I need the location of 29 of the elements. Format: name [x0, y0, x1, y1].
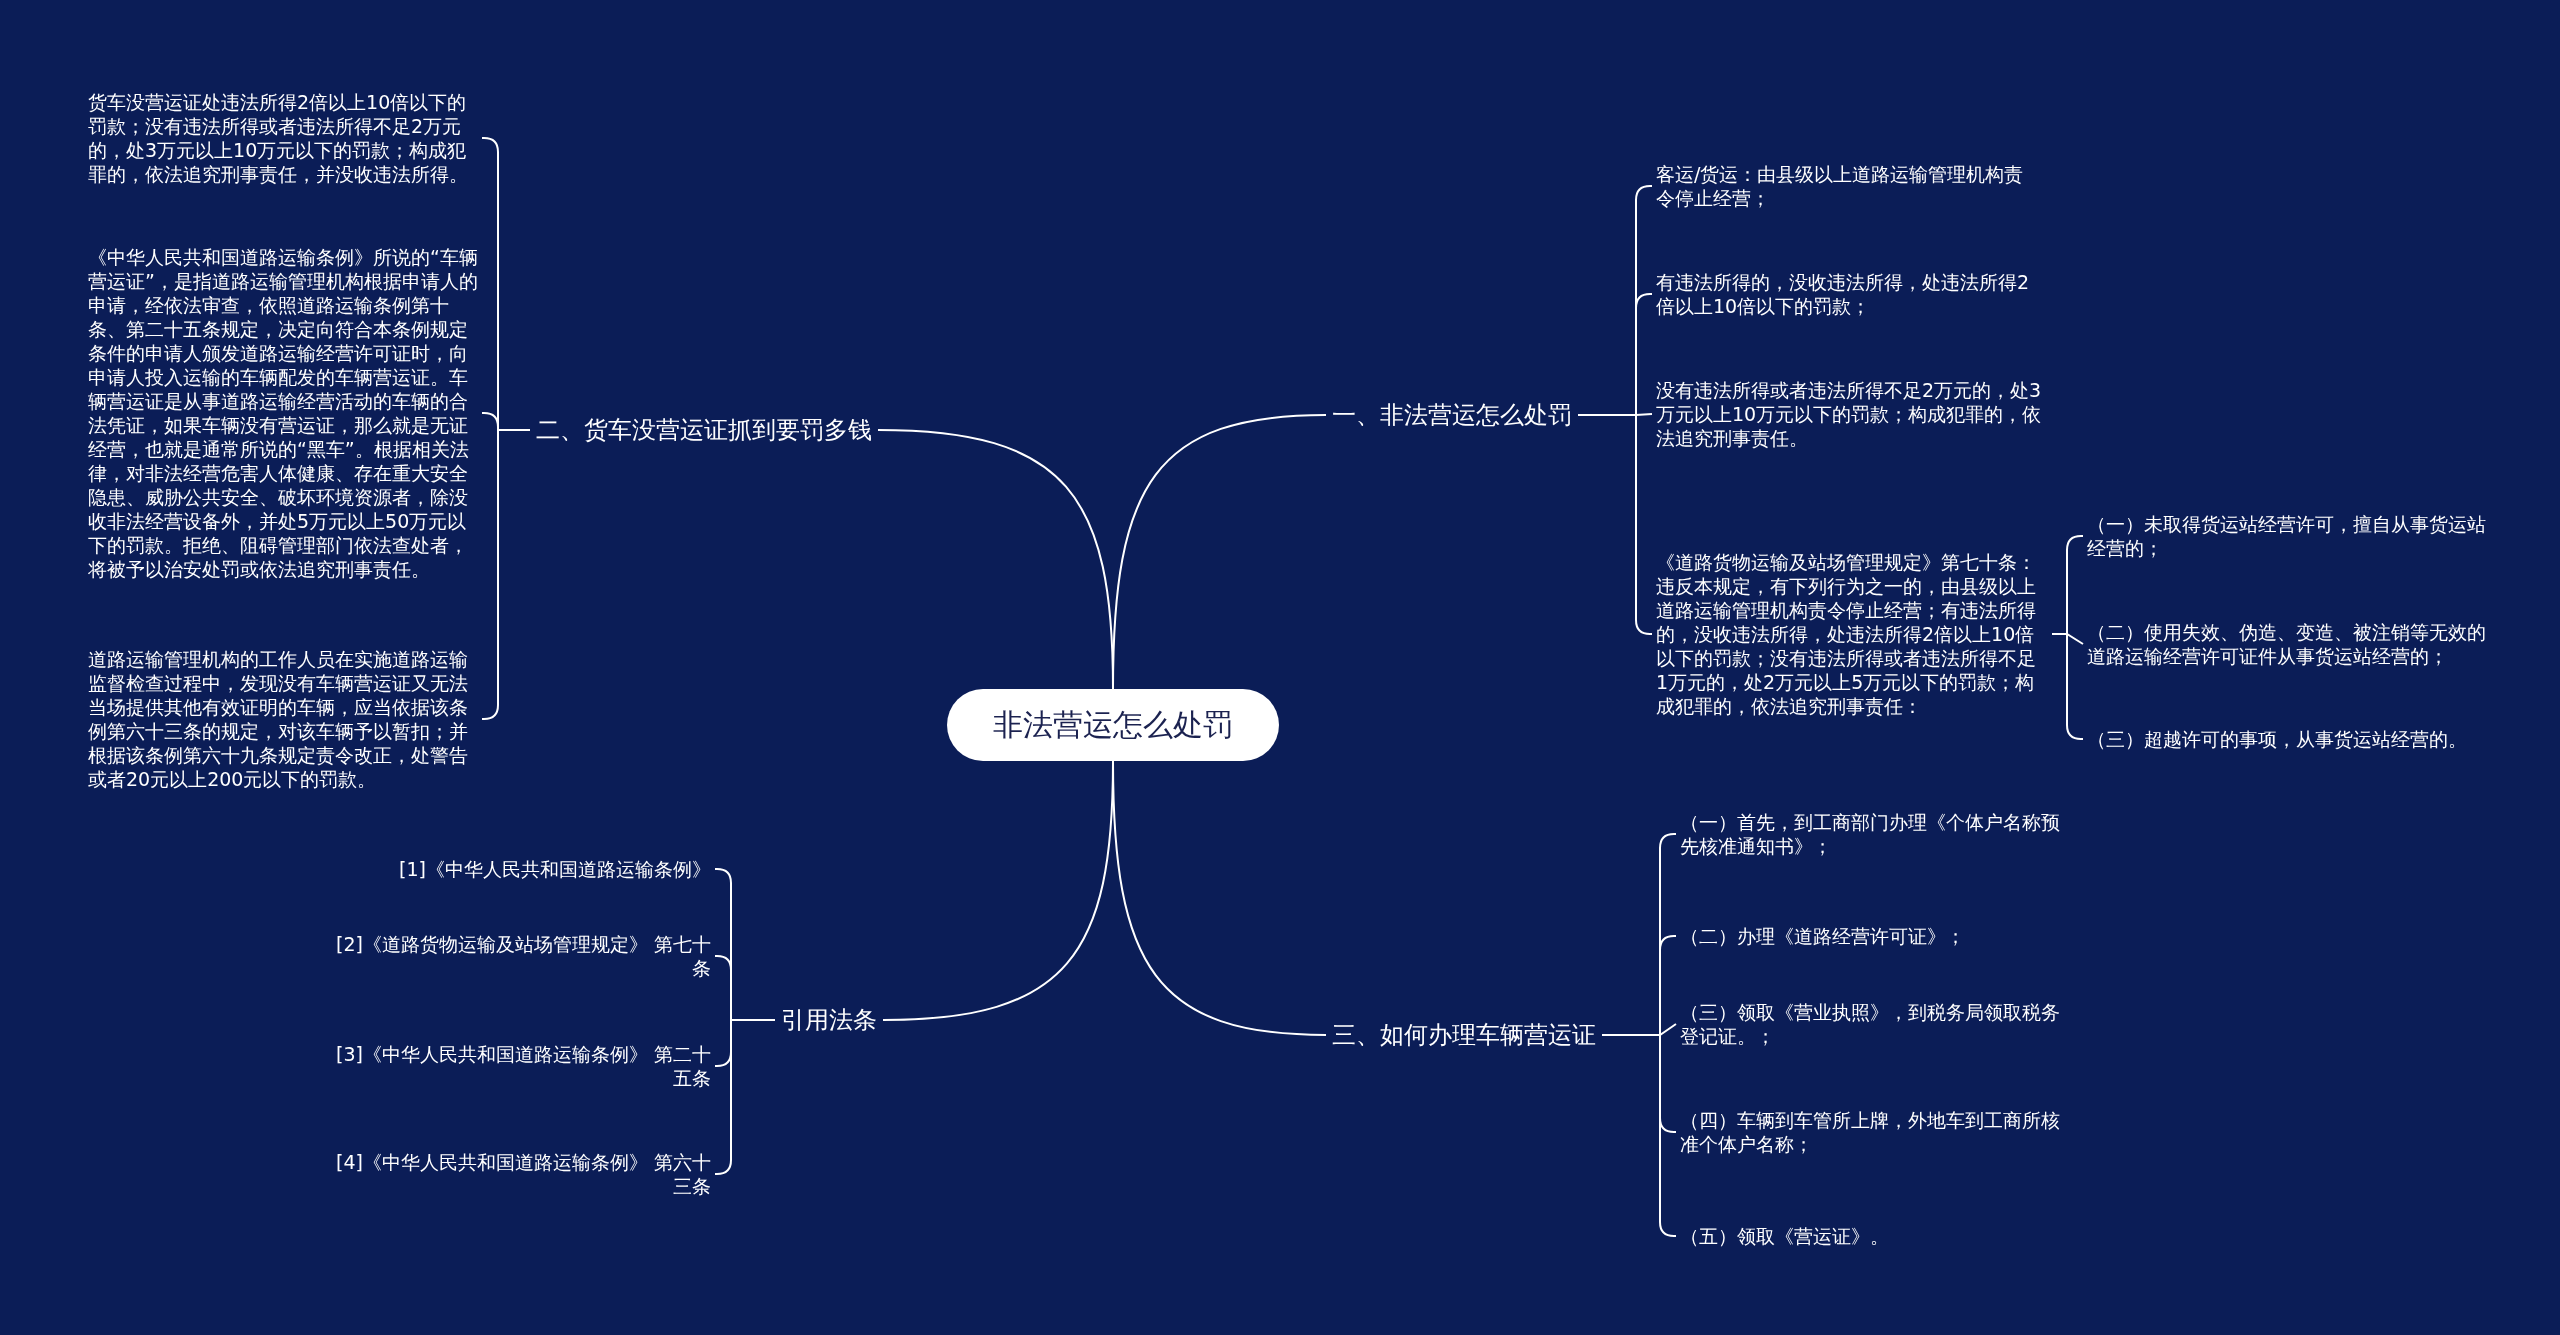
topic-text: 道路运输管理机构的工作人员在实施道路运输监督检查过程中，发现没有车辆营运证又无法当场提供其他有效证明的车辆，应当依据该条例第六十三条的规定，对该车辆予以暂扣；并根据该条例第六十九条规定责令改正，处警告或者20元以上200元以下的罚款。 [84, 645, 482, 793]
topic-text: [2]《道路货物运输及站场管理规定》 第七十条 [318, 930, 715, 982]
topic-text: （二）办理《道路经营许可证》； [1676, 922, 2076, 950]
connector-line [481, 429, 531, 720]
topic-text: 货车没营运证处违法所得2倍以上10倍以下的罚款；没有违法所得或者违法所得不足2万元的，处3万元以上10万元以下的罚款；构成犯罪的，依法追究刑事责任，并没收违法所得。 [84, 88, 482, 188]
topic-text: （三）领取《营业执照》，到税务局领取税务登记证。； [1676, 998, 2076, 1050]
topic-text: 《中华人民共和国道路运输条例》所说的“车辆营运证”，是指道路运输管理机构根据申请人的申请，经依法审查，依照道路运输条例第十条、第二十五条规定，决定向符合本条例规定条件的申请人颁发道路运输经营许可证时，向申请人投入运输的车辆配发的车辆营运证。车辆营运证是从事道路运输经营活动的车辆的合法凭证，如果车辆没有营运证，那么就是无证经营，也就是通常所说的“黑车”。根据相关法律，对非法经营危害人体健康、存在重大安全隐患、威胁公共安全、破坏环境资源者，除没收非法经营设备外，并处5万元以上50万元以下的罚款。拒绝、阻碍管理部门依法查处者，将被予以治安处罚或依法追究刑事责任。 [84, 243, 482, 583]
central-topic-box: 非法营运怎么处罚 [947, 689, 1279, 761]
connector-line [1601, 1034, 1677, 1237]
topic-text: [1]《中华人民共和国道路运输条例》 [318, 855, 715, 883]
topic-text: 客运/货运：由县级以上道路运输管理机构责令停止经营； [1652, 160, 2044, 212]
topic-text: 《道路货物运输及站场管理规定》第七十条：违反本规定，有下列行为之一的，由县级以上道路运输管理机构责令停止经营；有违法所得的，没收违法所得，处违法所得2倍以上10倍以下的罚款；没有违法所得或者违法所得不足1万元的，处2万元以上5万元以下的罚款；构成犯罪的，依法追究刑事责任： [1652, 548, 2052, 720]
topic-text: 有违法所得的，没收违法所得，处违法所得2倍以上10倍以下的罚款； [1652, 268, 2044, 320]
topic-text: [3]《中华人民共和国道路运输条例》 第二十五条 [318, 1040, 715, 1092]
connector-line [714, 1019, 776, 1175]
topic-text: （四）车辆到车管所上牌，外地车到工商所核准个体户名称； [1676, 1106, 2076, 1158]
branch-topic: 引用法条 [775, 1002, 883, 1038]
topic-text: （一）未取得货运站经营许可，擅自从事货运站经营的； [2083, 510, 2493, 562]
topic-text: 没有违法所得或者违法所得不足2万元的，处3万元以上10万元以下的罚款；构成犯罪的，依法追究刑事责任。 [1652, 376, 2052, 452]
connector-line [2051, 633, 2084, 740]
topic-text: （五）领取《营运证》。 [1676, 1222, 2076, 1250]
topic-text: （三）超越许可的事项，从事货运站经营的。 [2083, 725, 2493, 753]
branch-topic: 二、货车没营运证抓到要罚多钱 [530, 412, 878, 448]
topic-text: （二）使用失效、伪造、变造、被注销等无效的道路运输经营许可证件从事货运站经营的； [2083, 618, 2493, 670]
branch-topic: 三、如何办理车辆营运证 [1326, 1017, 1602, 1053]
topic-text: [4]《中华人民共和国道路运输条例》 第六十三条 [318, 1148, 715, 1200]
connector-line [1577, 414, 1653, 635]
branch-topic: 一、非法营运怎么处罚 [1326, 397, 1578, 433]
topic-text: （一）首先，到工商部门办理《个体户名称预先核准通知书》； [1676, 808, 2076, 860]
